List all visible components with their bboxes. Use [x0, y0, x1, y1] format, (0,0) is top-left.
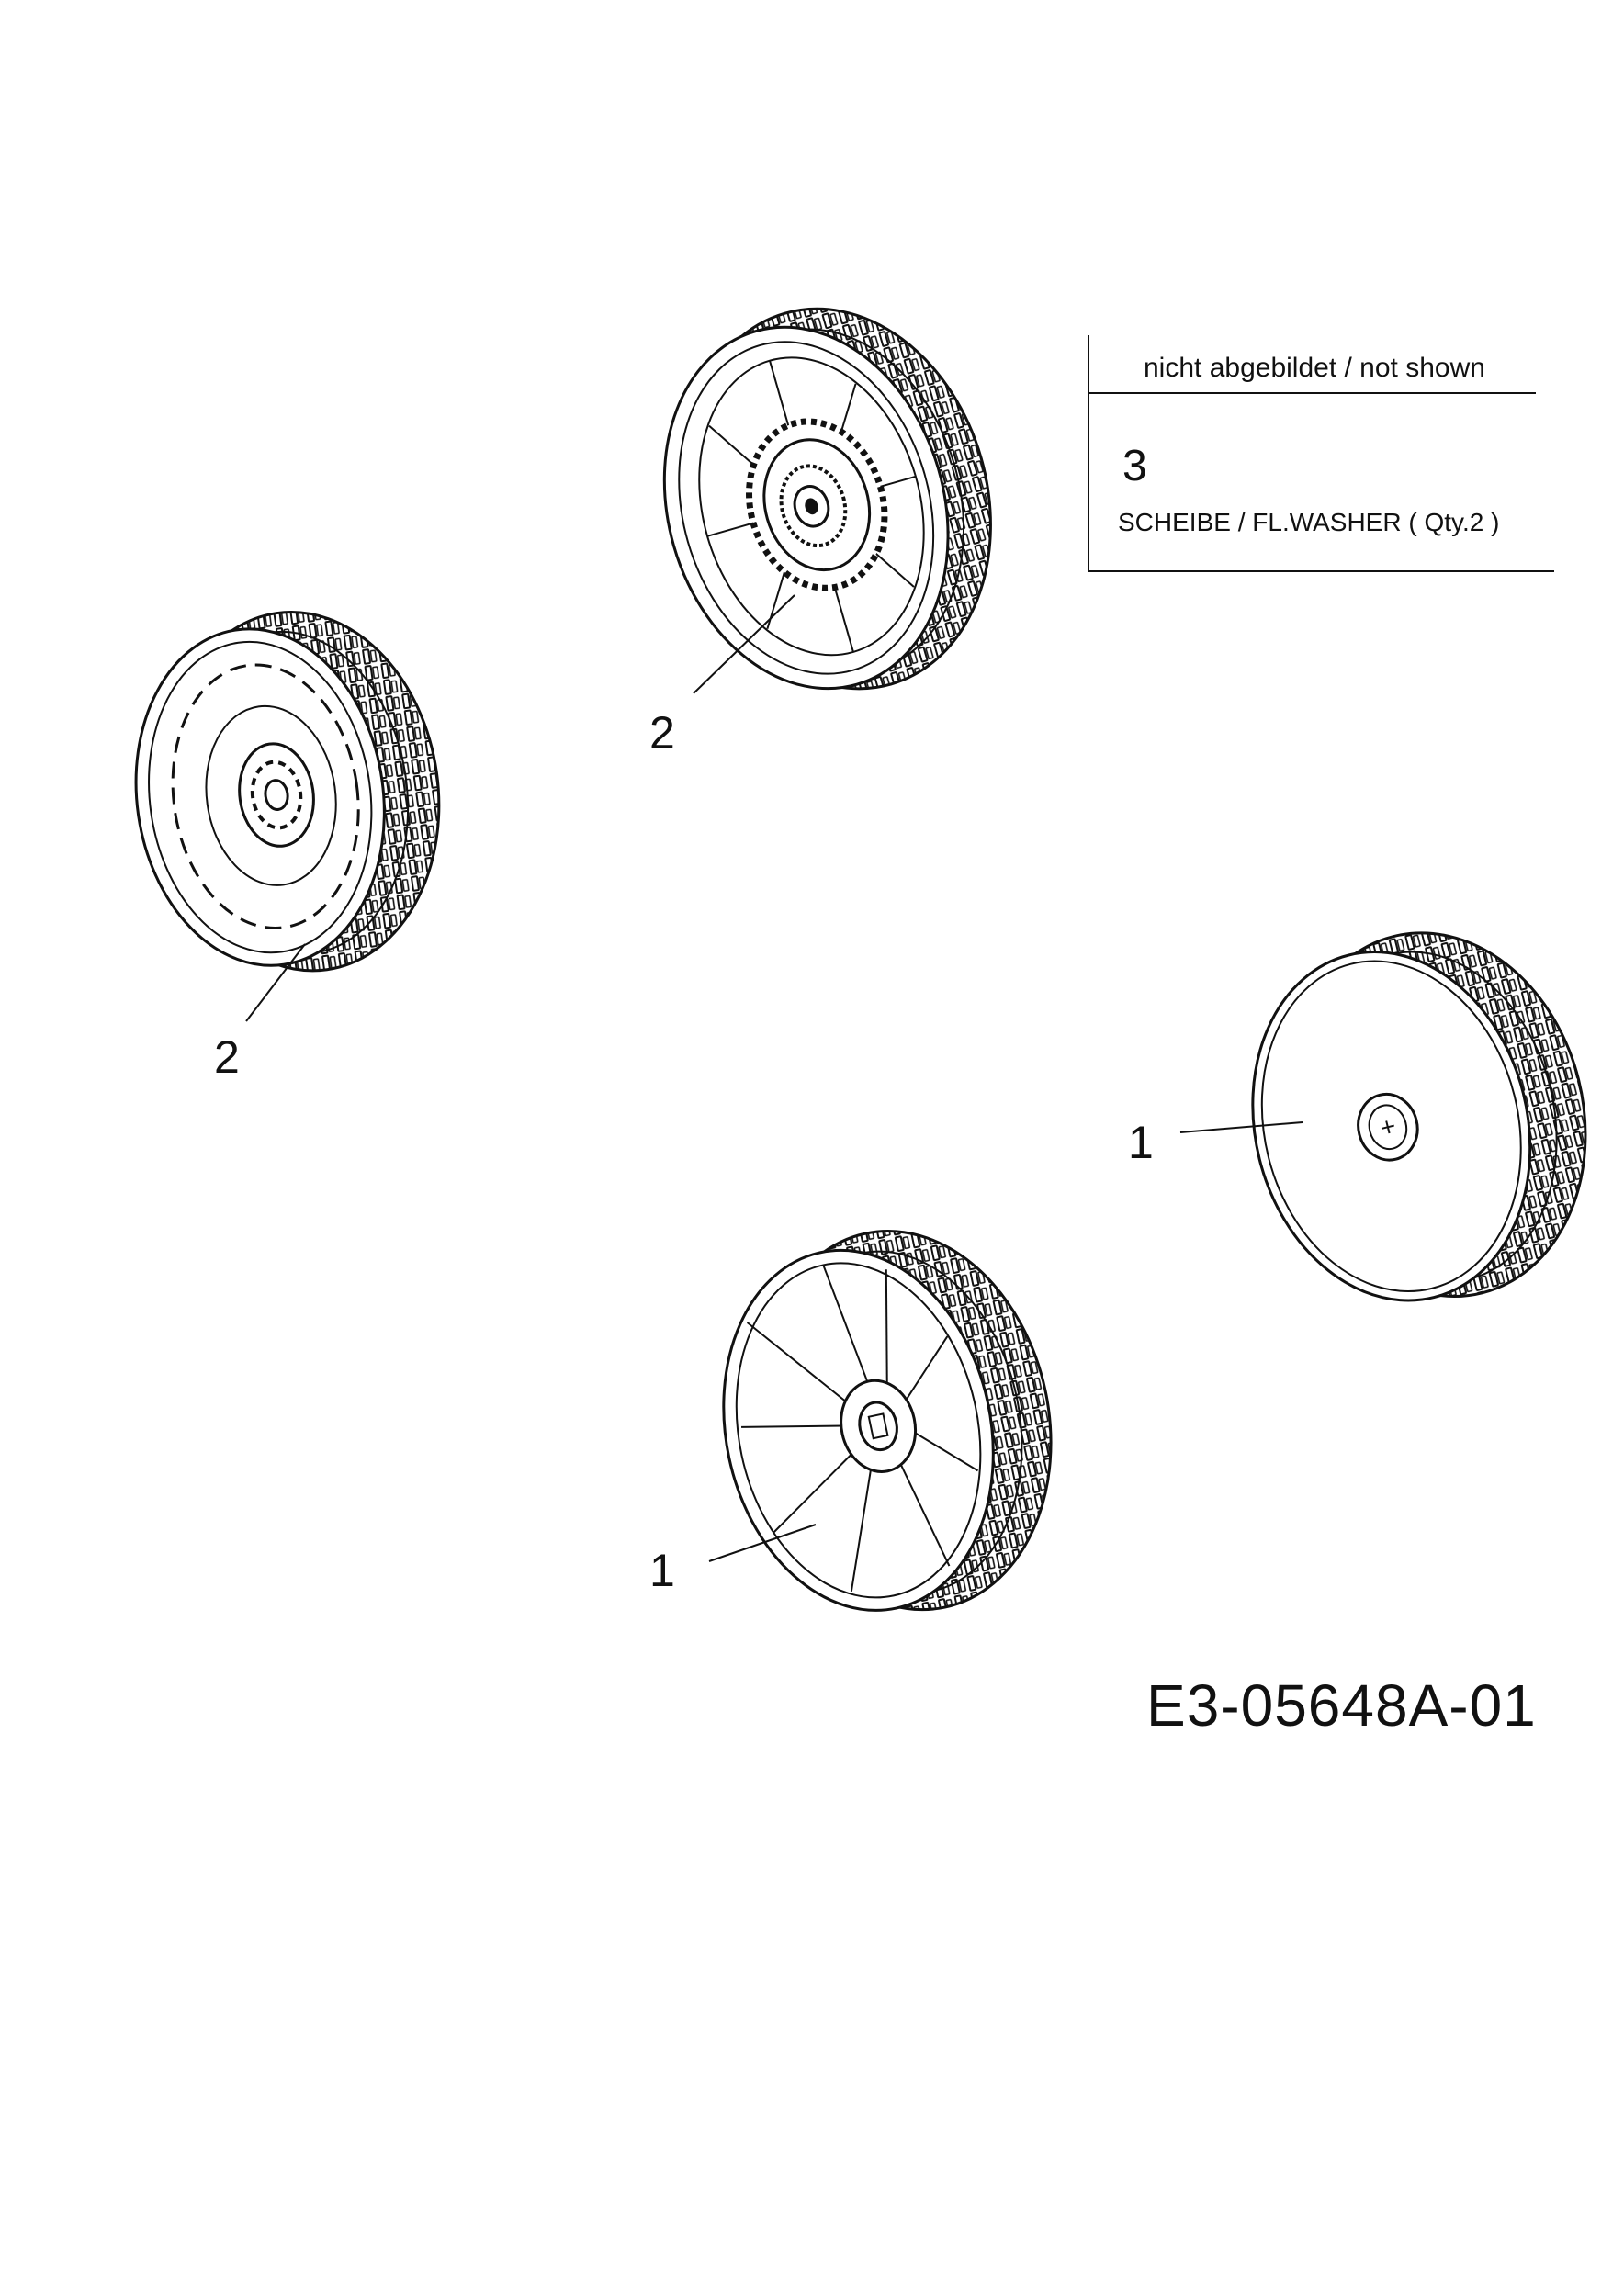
callout-top-wheel: 2	[649, 707, 675, 759]
leader-line-left-wheel	[245, 943, 306, 1022]
not-shown-title: nicht abgebildet / not shown	[1144, 353, 1485, 383]
wheel-1-bottom	[722, 1230, 1053, 1612]
callout-left-wheel: 2	[214, 1031, 240, 1083]
wheel-2-top	[662, 307, 992, 691]
drawing-code: E3-05648A-01	[1146, 1672, 1537, 1739]
not-shown-part-number: 3	[1122, 442, 1147, 490]
not-shown-part-description: SCHEIBE / FL.WASHER ( Qty.2 )	[1118, 508, 1500, 536]
callout-bottom-wheel: 1	[649, 1545, 675, 1596]
leader-line-bottom-wheel	[708, 1524, 817, 1562]
not-shown-legend-box	[1088, 335, 1554, 572]
leader-line-top-wheel	[693, 594, 795, 694]
callout-right-wheel: 1	[1128, 1117, 1154, 1168]
wheel-1-right	[1251, 931, 1587, 1302]
leader-line-right-wheel	[1179, 1121, 1303, 1133]
leader-lines	[245, 594, 1303, 1562]
wheel-2-left	[134, 610, 441, 973]
